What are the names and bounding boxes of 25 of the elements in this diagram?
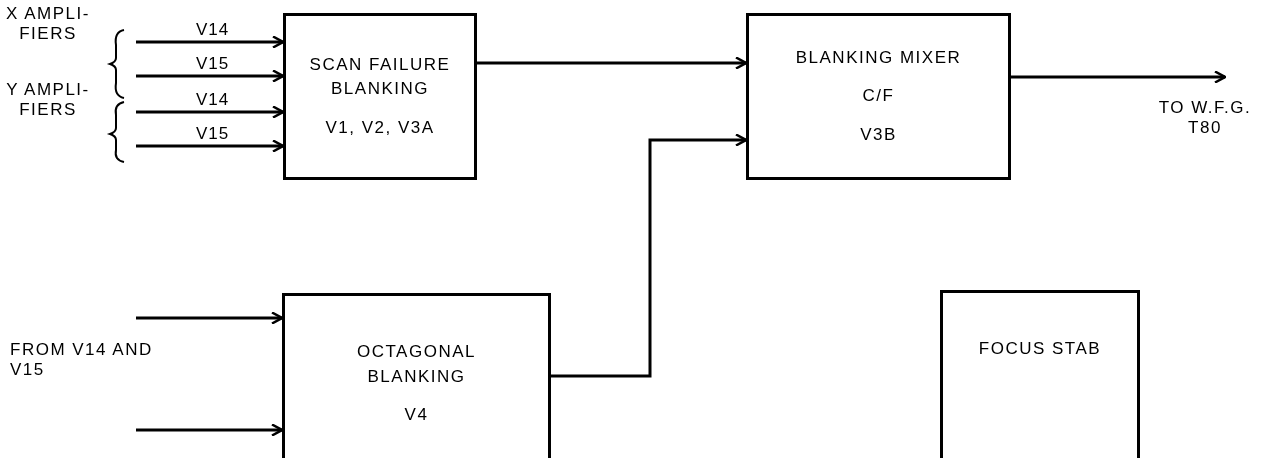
block-label: OCTAGONAL BLANKING: [356, 341, 477, 388]
block-label: V1, V2, V3A: [325, 116, 435, 139]
block-label: SCAN FAILURE BLANKING: [308, 53, 452, 101]
block-label: V3B: [860, 123, 897, 146]
block-box: [746, 13, 1011, 180]
signal-label: X AMPLI- FIERS: [5, 4, 91, 45]
arrow: [136, 423, 284, 437]
block-box: [283, 13, 477, 180]
arrow: [551, 133, 748, 378]
block-label: BLANKING MIXER: [795, 46, 962, 69]
signal-label: TO W.F.G. T80: [1157, 98, 1253, 139]
arrow: [477, 56, 748, 70]
arrow: [136, 105, 285, 119]
block-label: V4: [404, 404, 429, 427]
signal-label: FROM V14 AND V15: [10, 340, 154, 381]
block-box: [940, 290, 1140, 458]
arrow: [136, 139, 285, 153]
arrow: [1011, 70, 1227, 84]
block-label: FOCUS STAB: [978, 338, 1102, 360]
arrow: [136, 69, 285, 83]
arrow: [136, 311, 284, 325]
arrow: [136, 35, 285, 49]
block-box: [282, 293, 551, 458]
block-label: C/F: [862, 85, 895, 108]
signal-label: Y AMPLI- FIERS: [5, 80, 91, 121]
